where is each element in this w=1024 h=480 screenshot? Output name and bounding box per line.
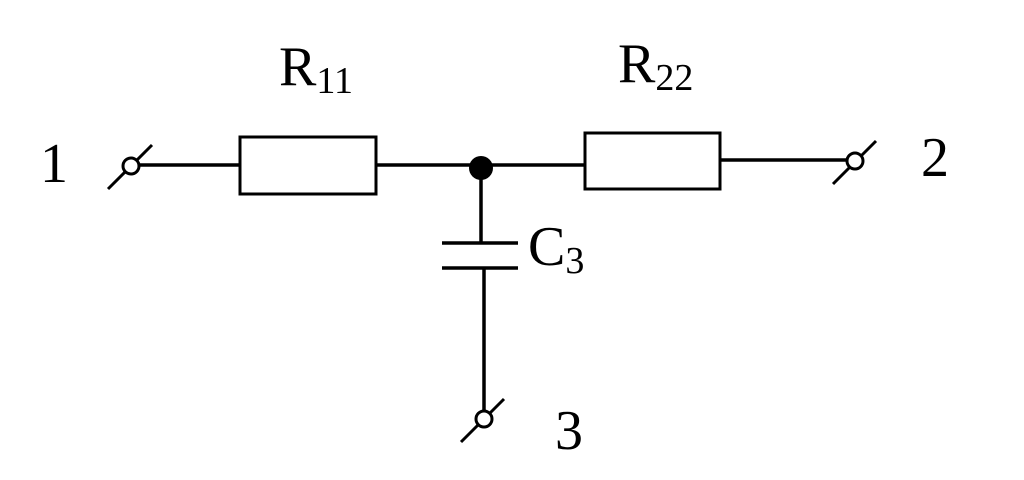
resistor-r22 [583, 131, 722, 191]
terminal-2 [831, 139, 878, 186]
terminal-1-circle [121, 156, 141, 176]
terminal-2-circle [845, 151, 865, 171]
terminal-1 [106, 143, 154, 191]
resistor-r11 [238, 135, 378, 196]
terminal-3-circle [474, 409, 494, 429]
terminal-3-label: 3 [555, 400, 583, 462]
label-r11-letter: R [279, 36, 317, 98]
label-r22-subscript: 22 [655, 57, 693, 99]
junction-node [469, 156, 493, 180]
label-r22: R22 [618, 33, 693, 99]
label-r11: R11 [279, 36, 353, 102]
label-r11-subscript: 11 [316, 60, 353, 102]
terminal-2-label: 2 [921, 127, 949, 189]
capacitor-c3 [442, 241, 518, 270]
label-c3-letter: C [528, 216, 565, 278]
label-c3-subscript: 3 [565, 240, 584, 282]
label-r22-letter: R [618, 33, 656, 95]
label-c3: C3 [528, 216, 584, 282]
terminal-1-label: 1 [40, 133, 68, 195]
terminal-3 [459, 397, 506, 444]
